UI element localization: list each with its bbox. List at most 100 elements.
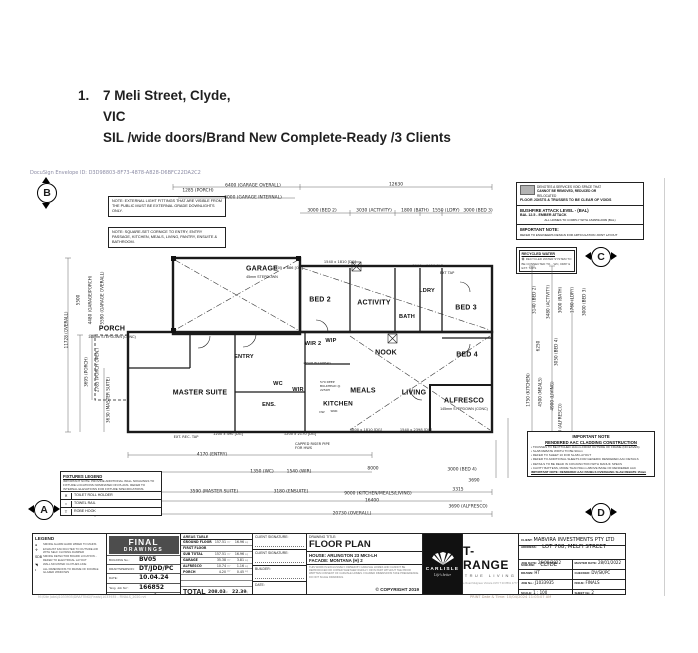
signature-line bbox=[255, 562, 304, 563]
area-m2: 157.51 bbox=[214, 540, 226, 545]
room-label-ensuite: ENS. bbox=[262, 402, 276, 408]
marker-arrow-icon bbox=[585, 252, 591, 260]
room-sublabel: 45mm STEPDOWN bbox=[246, 275, 278, 279]
tap-label: EXT. REC. TAP bbox=[173, 435, 199, 439]
towel-rail-icon: ○ bbox=[61, 501, 72, 507]
note-text: CANNOT BE REMOVED, REDUCED OR bbox=[537, 189, 597, 194]
dim-label: 6000 (GARAGE INTERNAL) bbox=[224, 195, 282, 201]
area-name: GROUND FLOOR bbox=[183, 540, 212, 545]
fixtures-legend-title: FIXTURES LEGEND bbox=[63, 473, 103, 479]
room-label-alfresco: ALFRESCO bbox=[443, 397, 485, 405]
fixture-label: TOILET ROLL HOLDER bbox=[74, 493, 113, 498]
checked-label: CHECKED: bbox=[574, 571, 591, 575]
file-path-line: M:\Site Jobs\J1033935\DRAFTING\Finals\J1… bbox=[38, 595, 146, 599]
area-name: ALFRESCO bbox=[183, 564, 202, 568]
final-drawings-stamp: FINAL DRAWINGS bbox=[108, 535, 179, 554]
building-number: BV05 bbox=[139, 556, 157, 563]
listing-address-line1: 7 Meli Street, Clyde, bbox=[103, 88, 231, 103]
marker-arrow-icon bbox=[611, 508, 617, 516]
exhaust-fan-icon: ✛ bbox=[35, 547, 38, 552]
recycled-water-title: RECYCLED WATER bbox=[521, 251, 555, 256]
marker-letter: C bbox=[597, 251, 605, 263]
titleblock-final-panel: FINAL DRAWINGS BUILDING No.: BV05 DRAFTSP… bbox=[107, 534, 181, 594]
final-stamp-line2: DRAWINGS bbox=[123, 546, 164, 553]
carlisle-wordmark: CARLISLE bbox=[425, 566, 460, 572]
aac-note-footer: IMPORTANT NOTE: RENDERED AAC PANELS OVER… bbox=[531, 469, 647, 474]
sheet-no-label: SHEET No: bbox=[574, 591, 591, 594]
dim-label: 3000 (BED 2) bbox=[307, 208, 337, 214]
master-date: 28/01/2022 bbox=[597, 560, 622, 565]
marker-letter: B bbox=[43, 187, 51, 199]
unit: m² bbox=[227, 570, 231, 574]
room-label-bed3: BED 3 bbox=[455, 304, 477, 312]
window-size-label: 1200 x 490 [DG] bbox=[213, 432, 243, 436]
client-signature-label: CLIENT SIGNATURE: bbox=[255, 551, 289, 555]
draftsperson: DT/JDD/PC bbox=[139, 565, 174, 573]
fixtures-legend: FIXTURES LEGEND IMPORTANT NOTE: PROVIDE … bbox=[60, 471, 162, 517]
fixture-label: TOWEL RAIL bbox=[74, 501, 96, 506]
signature-line bbox=[255, 546, 304, 547]
aac-note-line: • TRUSSES TO BE PITCHED 110mm FROM OUTSI… bbox=[531, 445, 640, 450]
dim-label: 6400 (GARAGE OVERALL) bbox=[225, 183, 281, 189]
builder-signature-label: BUILDER: bbox=[255, 567, 271, 571]
room-label-porch: PORCH bbox=[98, 325, 126, 333]
areas-total-label: TOTAL bbox=[183, 589, 206, 594]
dishwasher-label: DW bbox=[319, 410, 325, 414]
dim-label: 9000 (KITCHEN/MEALS/LIVING) bbox=[344, 491, 412, 497]
area-name: FIRST FLOOR bbox=[183, 546, 207, 551]
field-label: BUILDING No.: bbox=[109, 558, 130, 562]
sdb-icon: SDB bbox=[35, 555, 42, 560]
titleblock-client-panel: CLIENT: MABVIRA INVESTMENTS PTY LTD ADDR… bbox=[519, 534, 625, 594]
note-text: NOTE: SQUARE-SET CORNICE TO ENTRY, ENTRY… bbox=[112, 230, 218, 245]
room-label-wir2: WIR 2 bbox=[304, 341, 322, 347]
dim-label: 3000 (BED 4) bbox=[447, 467, 477, 473]
eng-job-no: 166852 bbox=[139, 583, 165, 591]
field-label: DATE: bbox=[109, 576, 118, 581]
listing-description: SIL /wide doors/Brand New Complete-Ready… bbox=[103, 130, 451, 145]
window-size-label: 2110 x 1450 SLD bbox=[412, 264, 444, 268]
aac-note-line: • DETAILS TO BE READ IN CONJUNCTION WITH… bbox=[531, 461, 623, 466]
dim-label: 3590 (MASTER SUITE) bbox=[189, 489, 239, 495]
dim-label: 5500 bbox=[75, 294, 81, 306]
checked-by: DV/SK/PC bbox=[591, 570, 611, 575]
field-label: DRAFTSPERSON: bbox=[109, 567, 135, 572]
area-name: PORCH bbox=[183, 569, 196, 574]
signature-line bbox=[255, 578, 304, 579]
drawing-title: FLOOR PLAN bbox=[307, 539, 422, 552]
lot-address: LOT 708, MELFI STREET bbox=[542, 543, 606, 550]
suburb: CLYDE bbox=[540, 561, 558, 568]
listing-number: 1. bbox=[78, 88, 90, 103]
room-label-meals: MEALS bbox=[350, 387, 376, 395]
area-m2: 4.20 bbox=[218, 569, 226, 574]
note-aac-cladding: IMPORTANT NOTE RENDERED AAC CLADDING CON… bbox=[527, 431, 655, 477]
room-label-nook: NOOK bbox=[375, 349, 397, 357]
drawing-title-label: DRAWING TITLE: bbox=[309, 535, 337, 539]
dim-label: 1550 (LDRY) bbox=[432, 208, 460, 214]
facade-model: FACADE: MONTANA (H) 2 bbox=[307, 558, 422, 565]
trange-brand-panel: T-RANGE TRUE LIVING 62 Springvale Road M… bbox=[463, 534, 519, 594]
drawn-label: DRAWN: bbox=[521, 571, 534, 575]
dim-label: 3030 (ACTIVITY) bbox=[356, 208, 392, 214]
bal-note: ALL HOMES TO COMPLY WITH AS3959-2009 (BA… bbox=[544, 218, 616, 223]
note-external-lights: NOTE: EXTERNAL LIGHT FITTINGS THAT ARE V… bbox=[108, 196, 226, 218]
room-label-entry: ENTRY bbox=[234, 354, 254, 360]
sheet-no: 2 bbox=[591, 590, 594, 594]
unit: m² bbox=[227, 540, 231, 544]
dim-label: 3050 (BED 4) bbox=[553, 338, 559, 366]
room-label-laundry: LDRY bbox=[419, 288, 435, 294]
carlisle-logo: CARLISLE Life's better bbox=[423, 534, 463, 594]
legend-item: SMOKE DETECTOR BOARD LOCATION - REFER TO… bbox=[43, 554, 97, 562]
note-services-void: DENOTES A SERVICES VOID SPACE THAT CANNO… bbox=[516, 182, 644, 241]
dim-label: 3000 (BED 3) bbox=[581, 288, 587, 316]
aac-note-line: • REFER TO ADDITIONAL SHEETS FOR GENERIC… bbox=[531, 457, 639, 462]
room-label-activity: ACTIVITY bbox=[357, 299, 391, 307]
area-m2: 10.74 bbox=[216, 564, 226, 568]
dim-label: 1540 (WIR) bbox=[286, 469, 312, 475]
scale: 1 : 100 bbox=[533, 590, 548, 594]
dim-label: 4500 (MEALS) bbox=[537, 377, 543, 407]
date: 10.04.24 bbox=[139, 574, 169, 582]
legend-item: ALL DIMENSIONS TO FRAME OF DOUBLE GLAZED… bbox=[43, 567, 99, 575]
drawn-by: HT bbox=[534, 570, 540, 575]
job-date-label: JOB DATE: bbox=[521, 561, 537, 565]
